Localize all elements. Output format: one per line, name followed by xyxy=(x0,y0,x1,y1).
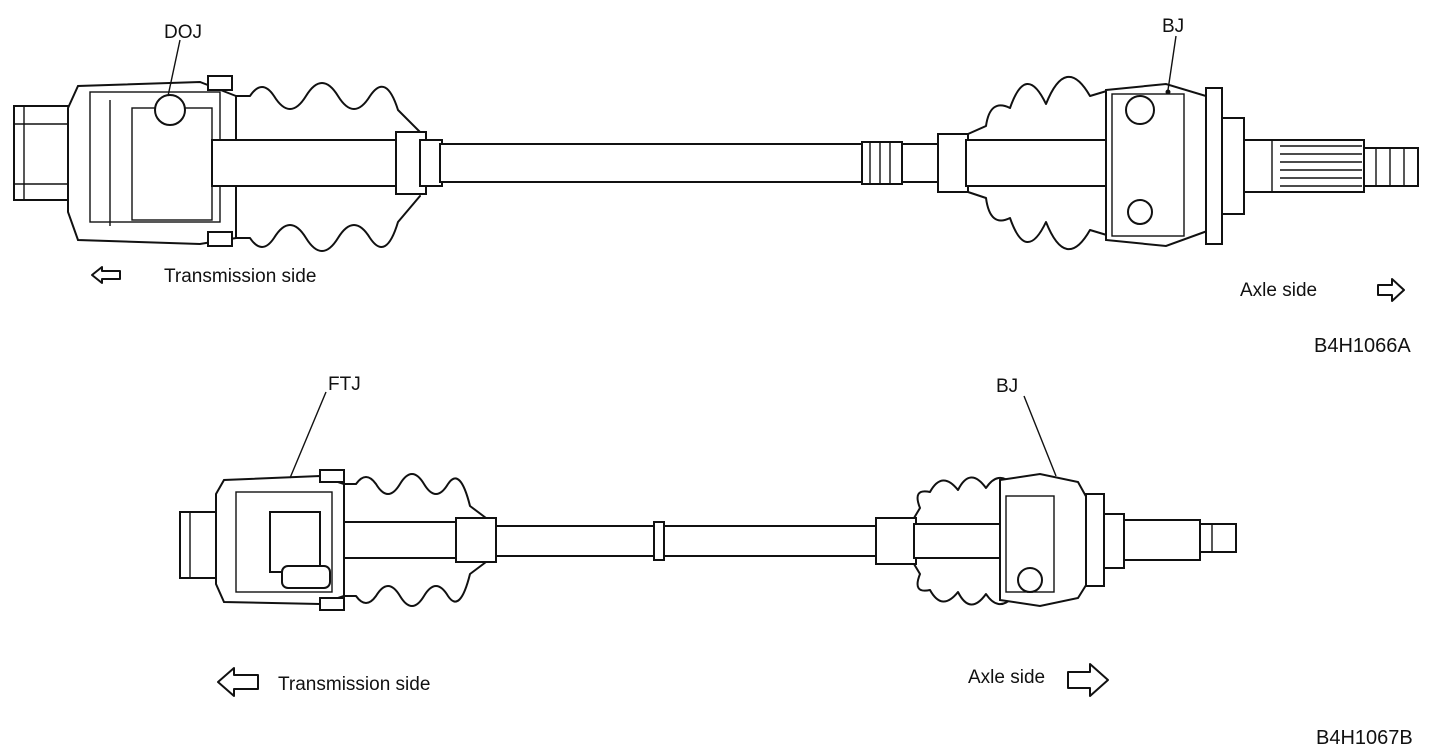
top-doj-label: DOJ xyxy=(164,22,202,43)
bottom-ftj-boot xyxy=(343,473,487,607)
top-doj-ball xyxy=(154,94,186,126)
bottom-axle-stub xyxy=(1123,519,1201,561)
bottom-figure-code: B4H1067B xyxy=(1316,727,1413,749)
bottom-bj-leader xyxy=(1023,395,1057,477)
bottom-bj-housing xyxy=(999,472,1089,608)
top-bj-ball xyxy=(1125,95,1155,125)
top-bj-leader xyxy=(1167,35,1177,91)
bottom-bj-label: BJ xyxy=(996,376,1018,397)
bottom-transmission-side-label: Transmission side xyxy=(278,674,430,695)
bottom-ftj-label: FTJ xyxy=(328,374,361,395)
bottom-right-arrow-icon xyxy=(1067,663,1109,697)
bottom-ftj-roller xyxy=(281,565,331,589)
top-right-arrow-icon xyxy=(1377,278,1405,302)
top-bj-label: BJ xyxy=(1162,16,1184,37)
top-doj-boot xyxy=(235,82,421,252)
top-bj-housing xyxy=(1105,82,1212,248)
bottom-axle-side-label: Axle side xyxy=(968,667,1045,688)
top-spline-teeth xyxy=(1280,145,1362,187)
top-doj-leader xyxy=(167,39,181,97)
top-axle-side-label: Axle side xyxy=(1240,280,1317,301)
top-drive-shaft: DOJ BJ Transmission side Axle side B4H10… xyxy=(13,16,1419,357)
bottom-left-arrow-icon xyxy=(217,667,259,697)
bottom-bj-boot xyxy=(913,476,1031,606)
bottom-ftj-leader xyxy=(289,391,327,479)
bottom-main-shaft xyxy=(495,525,881,557)
bottom-drive-shaft: FTJ BJ Transmission side Axle side B4H10… xyxy=(179,374,1413,749)
top-figure-code: B4H1066A xyxy=(1314,335,1411,357)
top-main-shaft xyxy=(439,143,941,183)
top-transmission-side-label: Transmission side xyxy=(164,266,316,287)
bottom-bj-ball xyxy=(1017,567,1043,593)
top-axle-spline xyxy=(1243,139,1365,193)
top-transmission-stub xyxy=(13,105,75,201)
top-left-arrow-icon xyxy=(91,266,121,284)
top-bj-boot xyxy=(967,76,1111,250)
